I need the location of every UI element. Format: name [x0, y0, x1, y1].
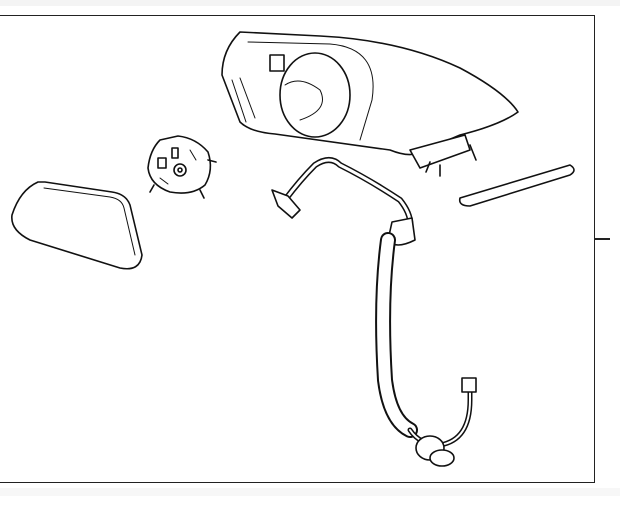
bottom-band [0, 488, 620, 496]
trim-strip [458, 164, 575, 207]
mounting-base [409, 134, 477, 177]
mirror-glass [11, 181, 143, 270]
mirror-housing [221, 31, 519, 156]
wiring-harness [271, 157, 477, 467]
mirror-actuator [147, 135, 217, 199]
callout-tick [595, 238, 610, 240]
top-band [0, 0, 620, 6]
